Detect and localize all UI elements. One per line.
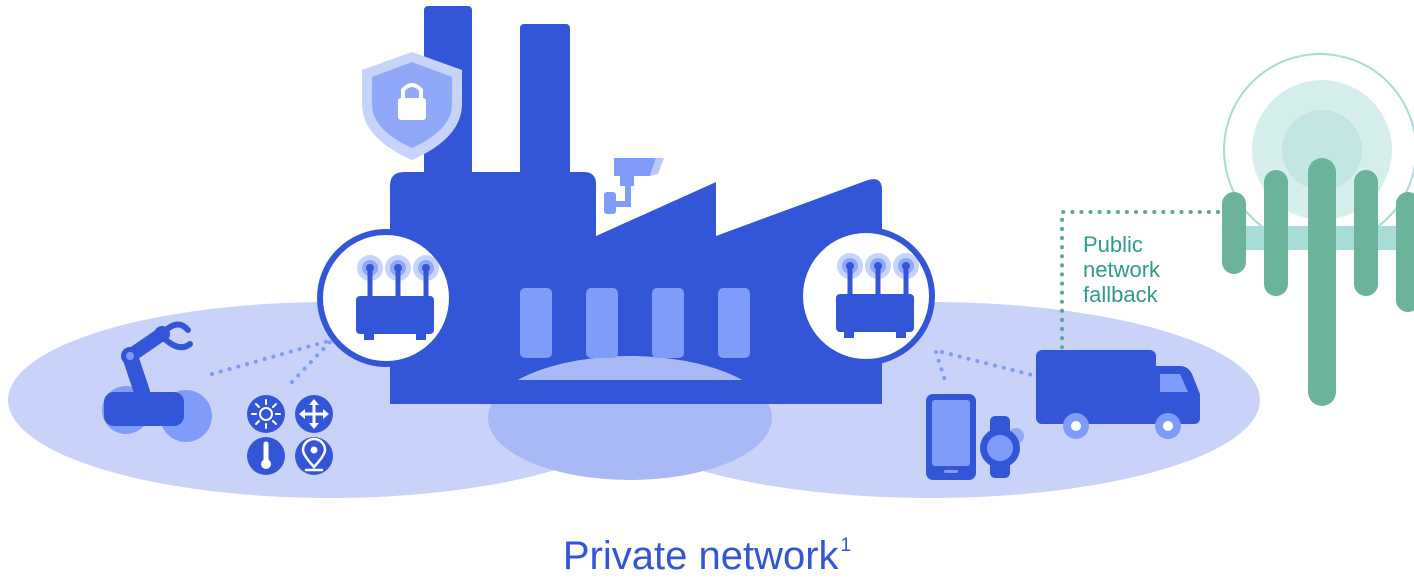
factory-windows — [520, 288, 750, 358]
wifi-router-icon — [356, 255, 439, 340]
fallback-label-line-2: network — [1083, 257, 1161, 282]
fallback-label-line-3: fallback — [1083, 282, 1158, 307]
fallback-label-line-1: Public — [1083, 232, 1143, 257]
factory-building — [390, 6, 882, 480]
motion-sensor-icon — [295, 395, 333, 433]
right-router-node — [797, 227, 935, 365]
public-network-fallback-label: Public network fallback — [1083, 232, 1223, 307]
wifi-router-icon — [836, 253, 919, 338]
smartphone-icon — [926, 394, 976, 480]
truck-connection — [940, 350, 1038, 378]
brightness-sensor-icon — [247, 395, 285, 433]
device-connections — [210, 338, 1038, 386]
smartwatch-icon — [980, 416, 1030, 478]
fallback-connection-line — [1060, 210, 1220, 354]
footnote-marker: 1 — [840, 535, 852, 556]
factory-base-shadow — [488, 356, 772, 480]
security-camera-icon — [604, 158, 664, 214]
sensor-cluster — [247, 395, 333, 475]
cell-tower-icon — [1222, 53, 1414, 406]
delivery-truck-icon — [1036, 350, 1200, 439]
temperature-sensor-icon — [247, 437, 285, 475]
phone-connection — [934, 350, 948, 386]
sensor-connection — [290, 340, 332, 384]
location-sensor-icon — [295, 437, 333, 475]
left-router-node — [317, 229, 455, 367]
robotic-arm-icon — [102, 321, 212, 442]
shield-lock-icon — [362, 52, 462, 160]
robot-connection — [210, 338, 334, 376]
private-network-label: Private network — [562, 534, 839, 578]
